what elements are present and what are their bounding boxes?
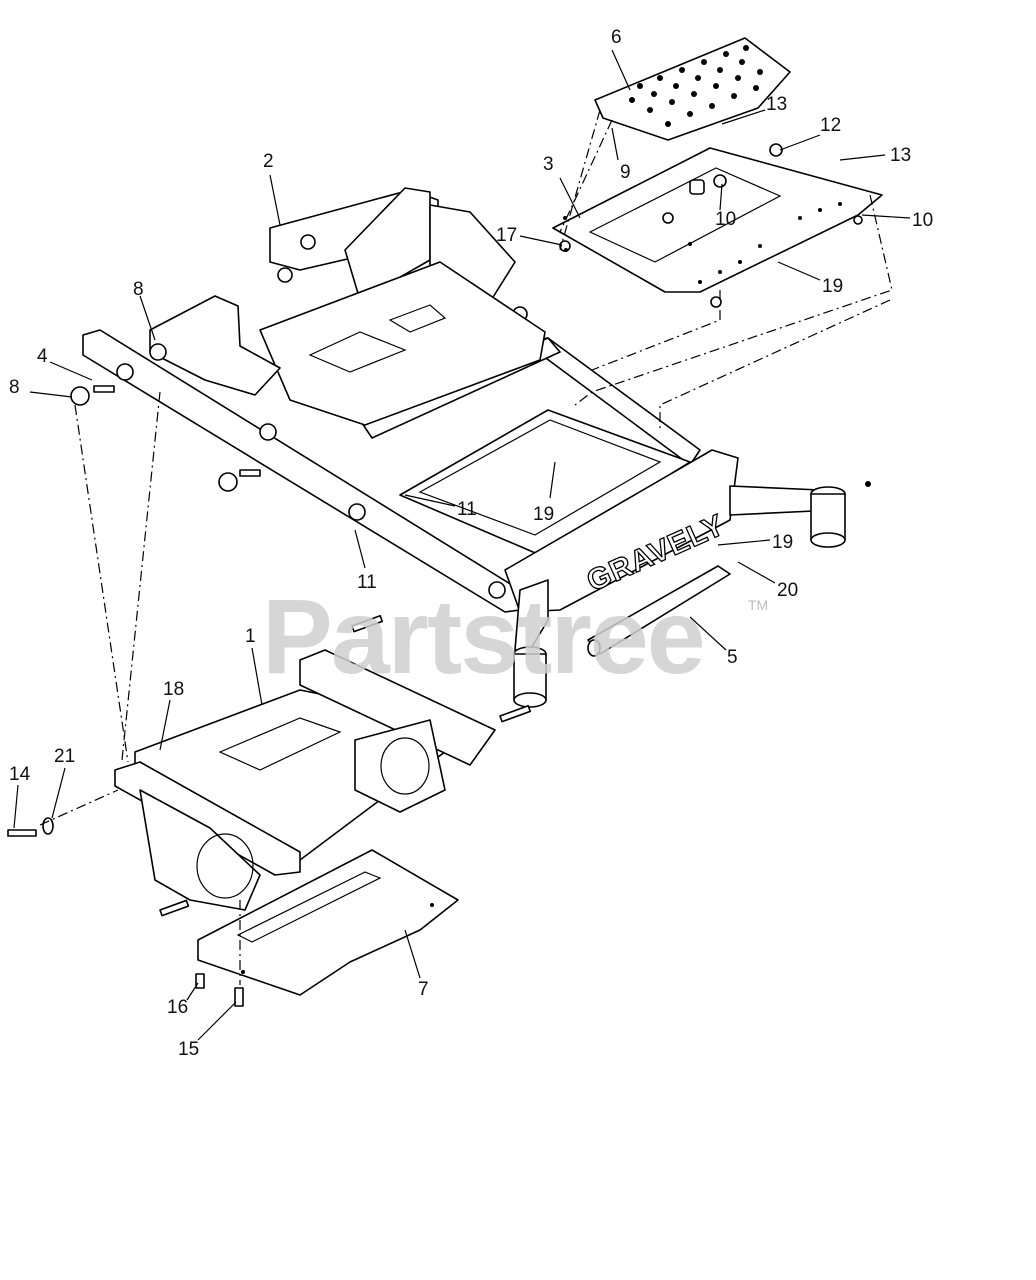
callout-2: 2 [263,151,274,172]
trademark-mark: TM [748,597,769,613]
callout-10b: 10 [912,210,934,231]
callout-19c: 19 [772,532,794,553]
callout-20: 20 [777,580,799,601]
callout-6: 6 [611,27,622,48]
subframe-part-1 [114,649,496,911]
callout-13a: 13 [766,94,788,115]
callout-7: 7 [418,979,429,1000]
leader-lines [13,49,911,1041]
callout-11a: 11 [457,499,477,520]
callout-10a: 10 [715,209,737,230]
callout-14: 14 [9,764,31,785]
callout-5: 5 [727,647,738,668]
alignment-lines [39,109,893,985]
floor-pan-part-3 [552,147,883,293]
callout-4: 4 [37,346,48,367]
callout-1: 1 [245,626,256,647]
callout-13b: 13 [890,145,912,166]
callout-19a: 19 [822,276,844,297]
skid-plate-part-7 [197,849,459,996]
callout-11b: 11 [357,572,377,593]
partstree-watermark: Partstree [262,578,706,696]
callout-21: 21 [54,746,76,767]
callout-15: 15 [178,1039,200,1060]
foot-plate-part-6 [594,37,791,141]
callout-17: 17 [496,225,518,246]
callout-12: 12 [820,115,842,136]
callout-16: 16 [167,997,189,1018]
callout-19b: 19 [533,504,555,525]
callout-3: 3 [543,154,554,175]
hardware-items [7,143,871,917]
front-guard-part-5 [587,565,731,657]
bolt-part-15 [234,987,244,1007]
bolt-part-16 [195,973,205,989]
callout-8b: 8 [9,377,20,398]
callout-8a: 8 [133,279,144,300]
rear-upper-frame-part-2 [269,187,528,322]
callout-9: 9 [620,162,631,183]
callout-18: 18 [163,679,185,700]
